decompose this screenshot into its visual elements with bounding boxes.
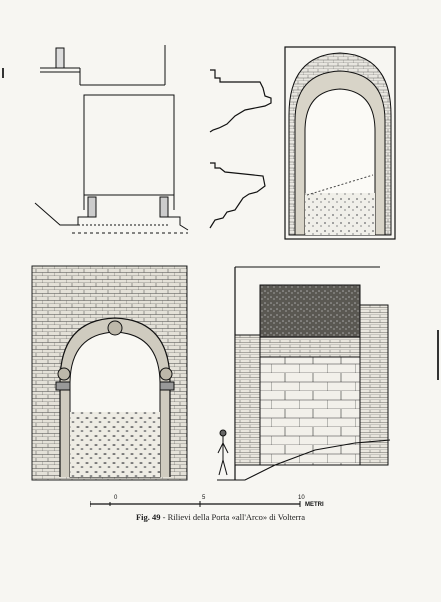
plan-drawing	[34, 45, 189, 234]
left-edge-mark	[2, 68, 4, 78]
molding-profile	[209, 69, 272, 229]
section-elevation	[217, 266, 391, 481]
scale-label-start: 0	[114, 495, 118, 501]
outer-gate-elevation	[31, 265, 188, 481]
inner-arch-elevation	[284, 46, 396, 240]
figure-caption: Fig. 49 - Rilievi della Porta «all'Arco»…	[0, 512, 441, 522]
scale-unit: METRI	[305, 502, 324, 508]
right-edge-mark	[437, 330, 439, 380]
scale-bar: 0 5 10 METRI	[90, 495, 324, 508]
scale-label-mid: 5	[202, 495, 206, 501]
scale-label-end: 10	[298, 495, 305, 501]
caption-text: - Rilievi della Porta «all'Arco» di Volt…	[160, 512, 306, 522]
caption-label: Fig. 49	[135, 512, 161, 522]
